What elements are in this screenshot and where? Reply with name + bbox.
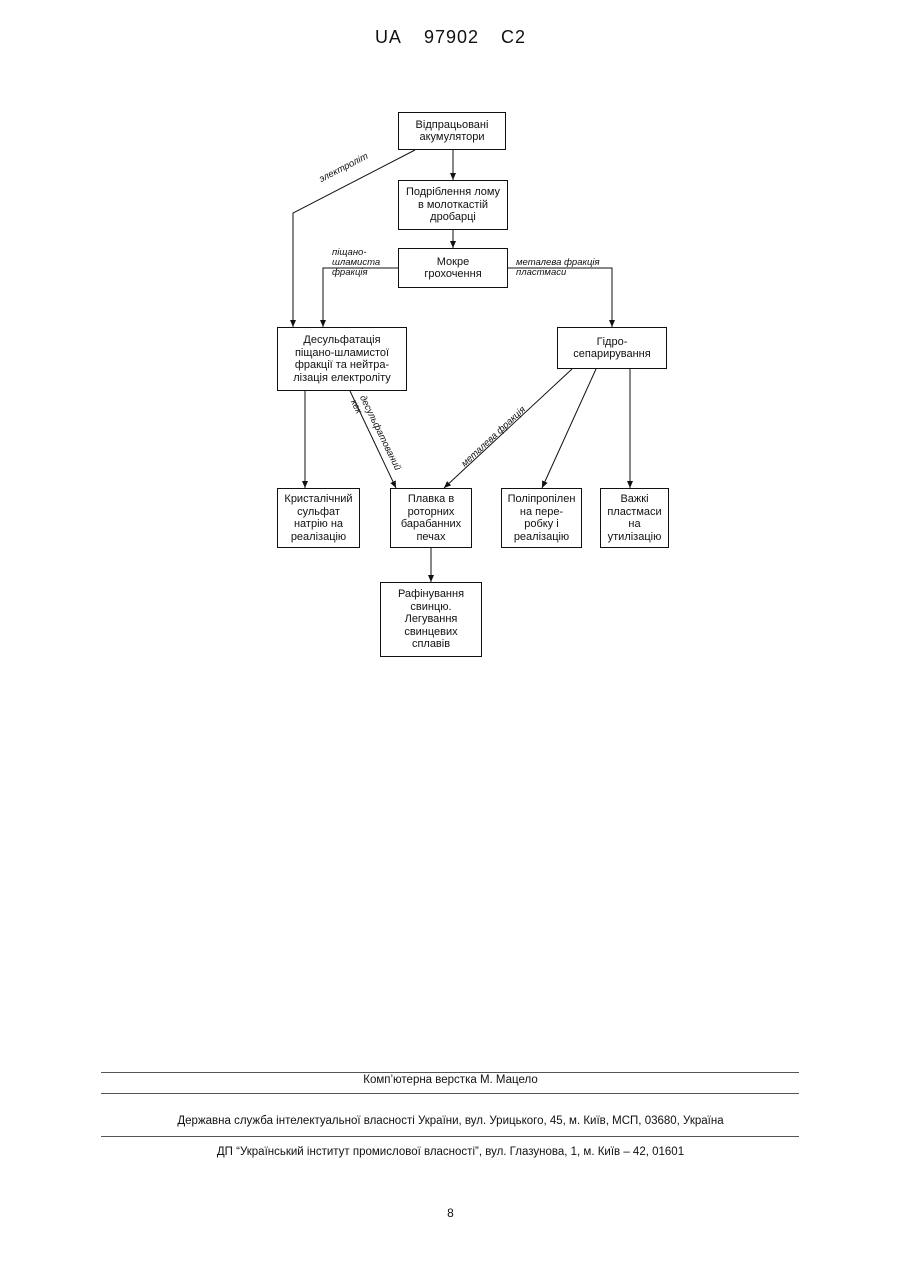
node-line: свинцю. — [410, 601, 451, 614]
node-hydroseparation: Гідро- сепарирування — [557, 327, 667, 369]
node-line: Поліпропілен — [508, 493, 576, 506]
node-desulfation: Десульфатація піщано-шламистої фракції т… — [277, 327, 407, 391]
node-line: сепарирування — [573, 348, 650, 361]
node-line: Плавка в — [408, 493, 454, 506]
node-line: лізація електроліту — [293, 372, 391, 385]
footer-divider — [101, 1072, 799, 1073]
node-line: акумулятори — [419, 131, 484, 144]
footer-layout-credit: Комп’ютерна верстка М. Мацело — [0, 1074, 901, 1086]
footer-service-address: Державна служба інтелектуальної власност… — [0, 1115, 901, 1127]
page-number: 8 — [0, 1206, 901, 1220]
node-line: Відпрацьовані — [416, 119, 489, 132]
node-line: реалізацію — [291, 531, 346, 544]
node-wet-screening: Мокре грохочення — [398, 248, 508, 288]
node-spent-batteries: Відпрацьовані акумулятори — [398, 112, 506, 150]
node-line: Подріблення лому — [406, 186, 500, 199]
node-line: Мокре — [437, 256, 469, 269]
node-sodium-sulfate: Кристалічний сульфат натрію на реалізаці… — [277, 488, 360, 548]
node-line: дробарці — [430, 211, 476, 224]
node-heavy-plastics: Важкі пластмаси на утилізацію — [600, 488, 669, 548]
node-line: піщано-шламистої — [295, 347, 389, 360]
node-line: пластмаси — [607, 506, 661, 519]
node-line: натрію на — [294, 518, 343, 531]
node-line: в молоткастій — [418, 199, 488, 212]
node-line: свинцевих — [404, 626, 457, 639]
node-line: фракції та нейтра- — [295, 359, 389, 372]
node-line: сплавів — [412, 638, 450, 651]
node-rotary-smelting: Плавка в роторних барабанних печах — [390, 488, 472, 548]
footer-divider — [101, 1093, 799, 1094]
node-line: барабанних — [401, 518, 461, 531]
edge-electrolyte — [293, 150, 415, 327]
node-line: Рафінування — [398, 588, 464, 601]
node-line: роторних — [408, 506, 455, 519]
node-line: сульфат — [297, 506, 340, 519]
footer-divider — [101, 1136, 799, 1137]
node-line: грохочення — [424, 268, 481, 281]
node-line: реалізацію — [514, 531, 569, 544]
node-line: Важкі — [620, 493, 648, 506]
node-polypropylene: Поліпропілен на пере- робку і реалізацію — [501, 488, 582, 548]
node-line: Легування — [405, 613, 458, 626]
node-lead-refining: Рафінування свинцю. Легування свинцевих … — [380, 582, 482, 657]
label-sand-fraction: піщано- шламиста фракція — [332, 248, 380, 278]
label-metal-plastic: металева фракція пластмаси — [516, 258, 600, 278]
label-line: пластмаси — [516, 268, 600, 278]
label-line: фракція — [332, 268, 380, 278]
footer-institute-address: ДП “Український інститут промислової вла… — [0, 1146, 901, 1158]
node-line: Кристалічний — [284, 493, 352, 506]
node-line: Десульфатація — [303, 334, 380, 347]
node-line: утилізацію — [608, 531, 662, 544]
node-line: печах — [416, 531, 445, 544]
node-line: Гідро- — [597, 336, 628, 349]
node-line: робку і — [524, 518, 558, 531]
edge-to-polypropylene — [542, 369, 596, 488]
node-line: на — [628, 518, 640, 531]
node-hammer-crushing: Подріблення лому в молоткастій дробарці — [398, 180, 508, 230]
node-line: на пере- — [520, 506, 563, 519]
